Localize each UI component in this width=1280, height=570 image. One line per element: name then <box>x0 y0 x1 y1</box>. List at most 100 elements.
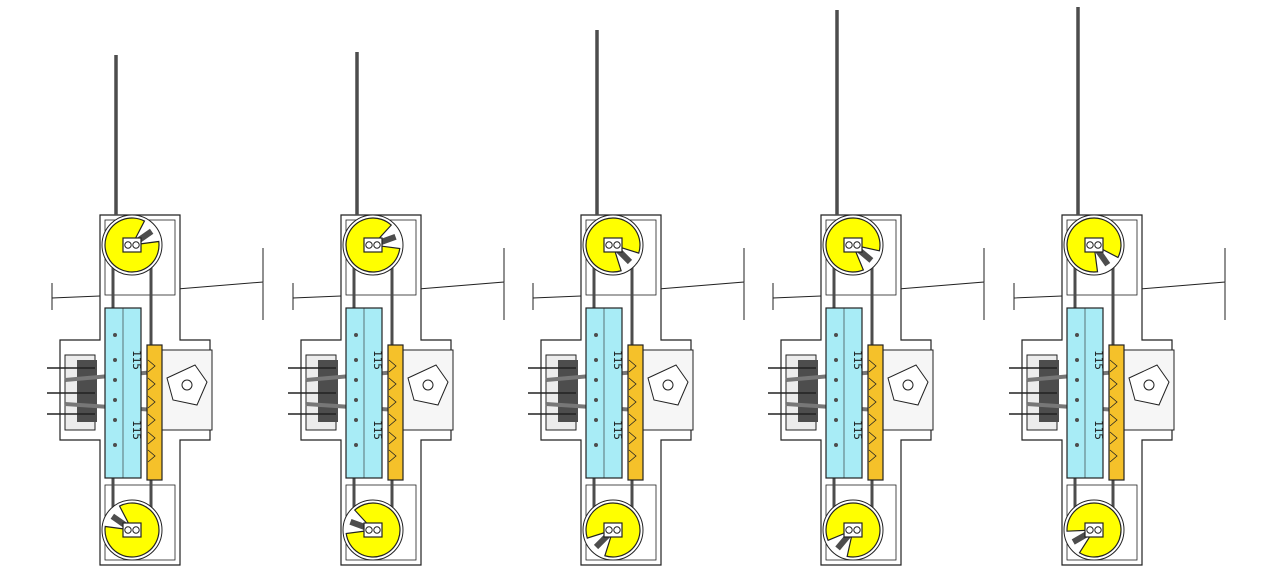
slider-marker <box>594 398 598 402</box>
guide-line-right <box>1126 248 1226 320</box>
latch-pivot <box>902 379 914 391</box>
slider-marker <box>113 418 117 422</box>
rack-tooth <box>868 359 877 373</box>
guide-line-left <box>1013 283 1063 310</box>
hub-hole <box>845 241 853 249</box>
rack-tooth <box>388 377 397 391</box>
hub-hole <box>365 526 373 534</box>
hub-hole <box>853 241 861 249</box>
slider-label-lower: 115 <box>130 420 143 440</box>
motor-body <box>318 360 338 422</box>
slider-label-upper: 115 <box>611 350 624 370</box>
slider-marker <box>113 358 117 362</box>
gear-rack <box>387 344 404 481</box>
slider-marker <box>354 418 358 422</box>
slider-marker <box>1075 358 1079 362</box>
slider-marker <box>594 333 598 337</box>
top-wheel <box>342 214 404 276</box>
slider-marker <box>834 378 838 382</box>
rack-tooth <box>388 449 397 463</box>
rack-tooth <box>388 359 397 373</box>
guide-line-left <box>292 283 342 310</box>
slider-marker <box>354 333 358 337</box>
hub-hole <box>365 241 373 249</box>
slider-marker <box>354 378 358 382</box>
slider-marker <box>1075 443 1079 447</box>
hub-hole <box>1094 526 1102 534</box>
rack-tooth <box>1109 359 1118 373</box>
rack-tooth <box>1109 413 1118 427</box>
gear-rack <box>867 344 884 481</box>
hub-hole <box>605 526 613 534</box>
slider-label-lower: 115 <box>611 420 624 440</box>
slider-marker <box>594 358 598 362</box>
hub-hole <box>1094 241 1102 249</box>
slider-label-lower: 115 <box>371 420 384 440</box>
hub-hole <box>373 241 381 249</box>
bottom-wheel <box>342 499 404 561</box>
motor-body <box>558 360 578 422</box>
slider-marker <box>834 333 838 337</box>
rack-tooth <box>628 449 637 463</box>
slider-marker <box>113 333 117 337</box>
motor-body <box>1039 360 1059 422</box>
slider-marker <box>113 398 117 402</box>
guide-line-left <box>772 283 822 310</box>
bottom-wheel <box>822 499 884 561</box>
latch-pivot <box>181 379 193 391</box>
rack-tooth <box>388 413 397 427</box>
mechanism-unit: 115 115 <box>528 30 745 566</box>
hub-hole <box>124 241 132 249</box>
bottom-wheel <box>101 499 163 561</box>
rack-tooth <box>628 377 637 391</box>
rack-tooth <box>1109 431 1118 445</box>
rack-tooth <box>628 359 637 373</box>
rack-tooth <box>868 413 877 427</box>
rack-tooth <box>868 377 877 391</box>
slider-marker <box>354 398 358 402</box>
slider-label-lower: 115 <box>851 420 864 440</box>
rack-tooth <box>388 395 397 409</box>
top-wheel <box>822 214 884 276</box>
slider-marker <box>113 443 117 447</box>
latch-pivot <box>422 379 434 391</box>
rack-tooth <box>628 413 637 427</box>
top-wheel <box>101 214 163 276</box>
motor-body <box>798 360 818 422</box>
rack-tooth <box>868 449 877 463</box>
slider-marker <box>113 378 117 382</box>
rack-tooth <box>1109 377 1118 391</box>
top-wheel <box>582 214 644 276</box>
top-wheel <box>1063 214 1125 276</box>
hub-hole <box>845 526 853 534</box>
bottom-wheel <box>582 499 644 561</box>
slider-marker <box>594 418 598 422</box>
slider-marker <box>594 378 598 382</box>
slider-label-upper: 115 <box>851 350 864 370</box>
hub-hole <box>613 526 621 534</box>
rack-tooth <box>628 395 637 409</box>
rack-tooth <box>147 449 156 463</box>
hub-hole <box>605 241 613 249</box>
guide-line-right <box>164 248 264 320</box>
slider-marker <box>834 418 838 422</box>
rack-tooth <box>868 395 877 409</box>
hub-hole <box>853 526 861 534</box>
rack-tooth <box>147 359 156 373</box>
guide-line-left <box>532 283 582 310</box>
guide-line-left <box>51 283 101 310</box>
rack-tooth <box>868 431 877 445</box>
slider-marker <box>354 358 358 362</box>
slider-label-upper: 115 <box>1092 350 1105 370</box>
slider-marker <box>1075 418 1079 422</box>
slider-marker <box>1075 378 1079 382</box>
hub-hole <box>132 526 140 534</box>
latch-pivot <box>1143 379 1155 391</box>
mechanism-unit: 115 115 <box>768 10 985 566</box>
hub-hole <box>613 241 621 249</box>
slider-marker <box>834 358 838 362</box>
